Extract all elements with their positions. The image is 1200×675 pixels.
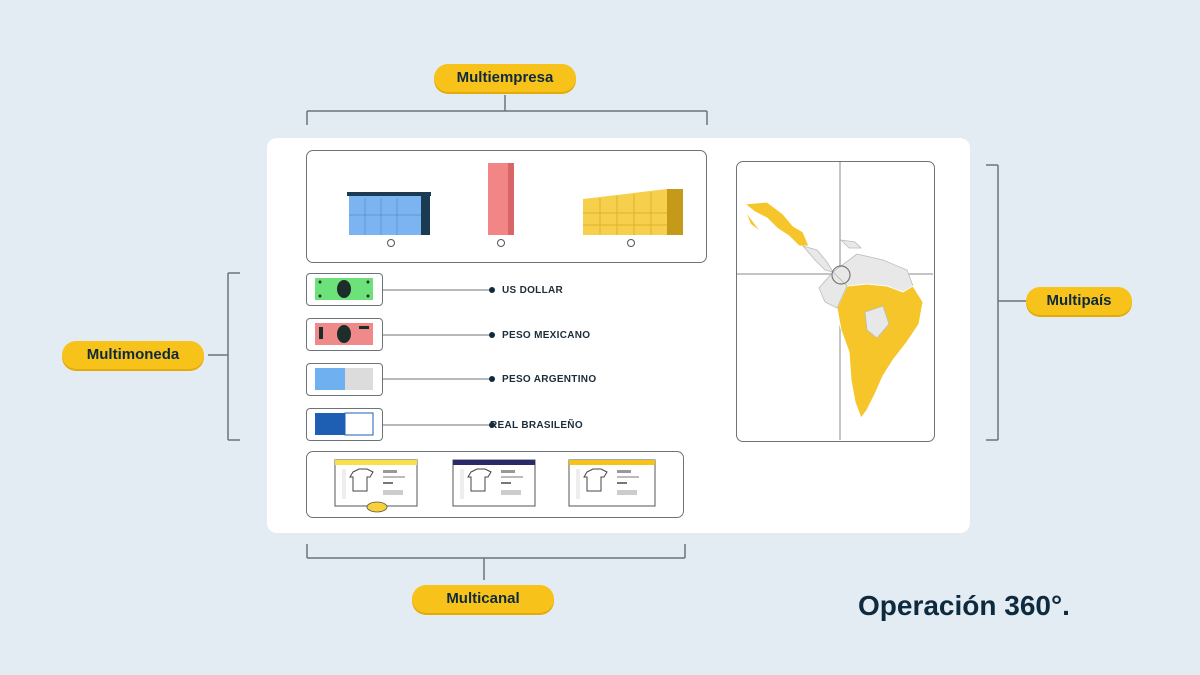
- multicanal-badge: Multicanal: [412, 585, 554, 613]
- storefront-1-icon: [334, 459, 418, 513]
- companies-panel: [306, 150, 707, 263]
- multiempresa-bracket: [306, 95, 708, 125]
- multipais-badge: Multipaís: [1026, 287, 1132, 315]
- multimoneda-label: Multimoneda: [86, 346, 180, 363]
- currency-ars-label: PESO ARGENTINO: [502, 374, 597, 385]
- currency-usd-card: [306, 273, 383, 306]
- multicanal-label: Multicanal: [446, 590, 520, 607]
- peso-argentino-bill-icon: [315, 368, 373, 390]
- storefronts-illustration: [334, 459, 656, 513]
- storefront-2-icon: [452, 459, 536, 507]
- blue-building-icon: [347, 192, 431, 235]
- dollar-bill-icon: [315, 278, 373, 300]
- currency-connectors: [382, 287, 495, 428]
- multimoneda-badge: Multimoneda: [62, 341, 204, 369]
- building-1-dot-icon: [387, 239, 395, 247]
- real-brasileno-bill-icon: [315, 412, 374, 436]
- multiempresa-badge: Multiempresa: [434, 64, 576, 92]
- red-tower-icon: [488, 163, 514, 235]
- footer-tagline: Operación 360°.: [858, 590, 1070, 621]
- storefront-3-icon: [568, 459, 656, 507]
- main-card: US DOLLAR PESO MEXICANO PESO ARGENTINO R…: [267, 138, 970, 533]
- currency-brl-card: [306, 408, 383, 441]
- currency-brl-label: REAL BRASILEÑO: [490, 420, 583, 431]
- currency-ars-card: [306, 363, 383, 396]
- building-3-dot-icon: [627, 239, 635, 247]
- multipais-label: Multipaís: [1046, 292, 1112, 309]
- multimoneda-bracket: [208, 272, 240, 441]
- currency-mxn-label: PESO MEXICANO: [502, 330, 591, 341]
- yellow-building-icon: [583, 189, 683, 235]
- building-2-dot-icon: [497, 239, 505, 247]
- multipais-bracket: [986, 164, 1026, 441]
- currency-mxn-card: [306, 318, 383, 351]
- multicanal-bracket: [306, 544, 686, 580]
- multiempresa-label: Multiempresa: [456, 69, 554, 86]
- latin-america-map-icon: [737, 162, 933, 440]
- channels-panel: [306, 451, 684, 518]
- buildings-illustration: [347, 163, 683, 247]
- currency-usd-label: US DOLLAR: [502, 285, 564, 296]
- peso-mexicano-bill-icon: [315, 323, 373, 345]
- map-panel: [736, 161, 935, 442]
